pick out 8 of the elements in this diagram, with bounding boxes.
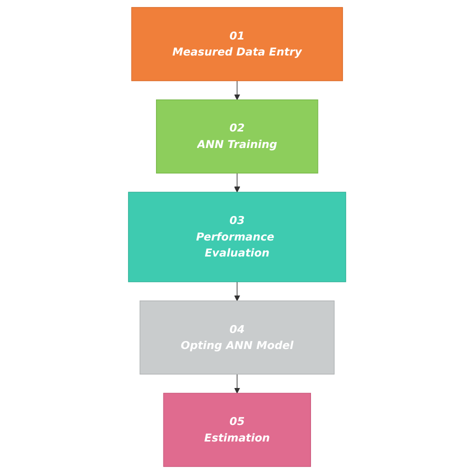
node-box: 03 Performance Evaluation — [128, 192, 346, 282]
node-box: 05 Estimation — [163, 392, 311, 467]
arrow — [234, 80, 240, 100]
node-box: 01 Measured Data Entry — [131, 7, 343, 82]
arrow — [234, 172, 240, 192]
arrow — [234, 281, 240, 302]
arrow — [234, 374, 240, 394]
node-box: 02 ANN Training — [156, 99, 318, 174]
